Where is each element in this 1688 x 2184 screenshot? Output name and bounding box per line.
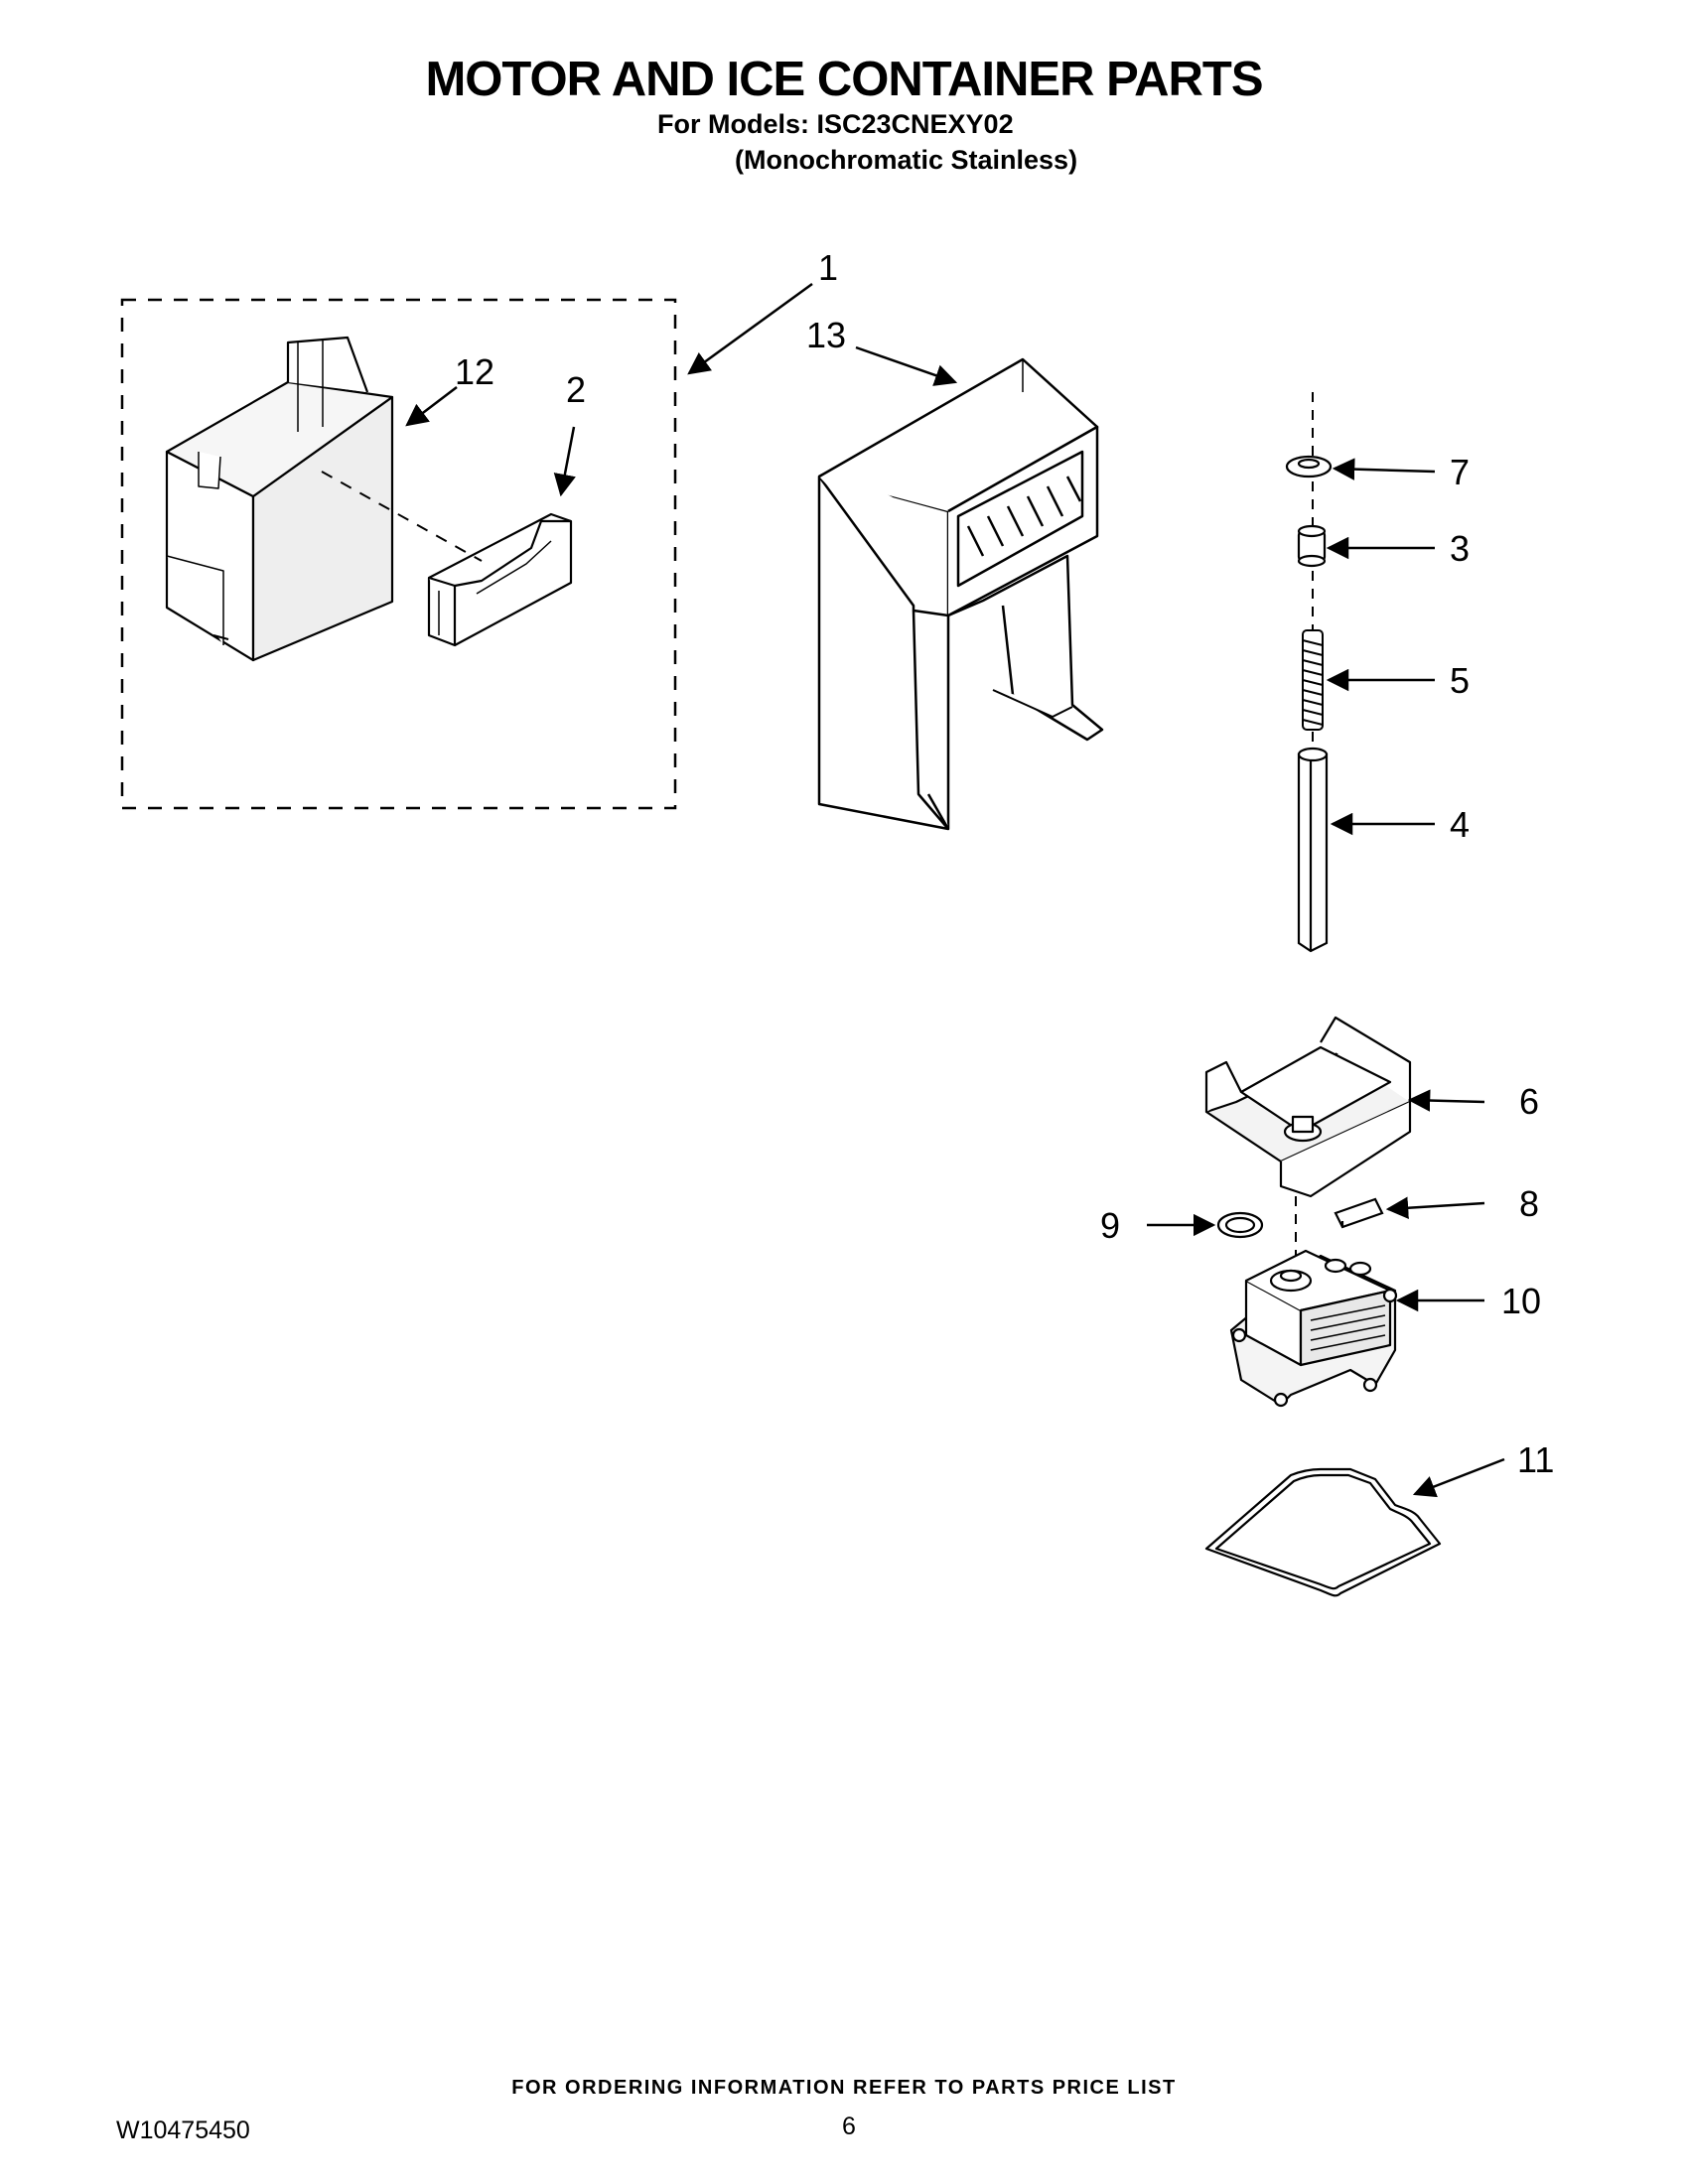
callout-6: 6 bbox=[1519, 1081, 1539, 1122]
auger-shaft-part bbox=[1297, 747, 1329, 953]
bracket-part bbox=[427, 512, 573, 647]
document-number: W10475450 bbox=[116, 2116, 250, 2144]
callout-5: 5 bbox=[1450, 660, 1470, 701]
page-number: 6 bbox=[842, 2113, 856, 2140]
callout-7: 7 bbox=[1450, 452, 1470, 492]
ordering-info: FOR ORDERING INFORMATION REFER TO PARTS … bbox=[511, 2077, 1177, 2099]
insulator-part bbox=[1334, 1197, 1384, 1229]
callout-8: 8 bbox=[1519, 1183, 1539, 1224]
callout-11: 11 bbox=[1517, 1439, 1554, 1480]
motor-mount-part bbox=[1204, 1016, 1412, 1198]
callout-12: 12 bbox=[455, 351, 494, 392]
gasket-part bbox=[1204, 1467, 1442, 1597]
ice-container-housing-part bbox=[817, 357, 1104, 831]
leader-lines bbox=[405, 282, 1505, 1498]
assembly-kit-box bbox=[120, 298, 677, 810]
callout-4: 4 bbox=[1450, 804, 1470, 845]
models-line: For Models: ISC23CNEXY02 bbox=[657, 109, 1014, 139]
spring-part bbox=[1302, 629, 1324, 731]
callout-13: 13 bbox=[806, 315, 846, 355]
ring-part bbox=[1216, 1211, 1264, 1239]
callout-9: 9 bbox=[1100, 1205, 1120, 1246]
page-title: MOTOR AND ICE CONTAINER PARTS bbox=[425, 53, 1263, 106]
washer-part bbox=[1285, 455, 1333, 478]
auger-motor-part bbox=[1229, 1249, 1398, 1408]
coupler-part bbox=[1297, 524, 1327, 568]
callout-2: 2 bbox=[566, 369, 586, 410]
callout-3: 3 bbox=[1450, 528, 1470, 569]
finish-line: (Monochromatic Stainless) bbox=[735, 145, 1078, 175]
ice-bin-container-part bbox=[165, 336, 394, 662]
callout-1: 1 bbox=[818, 247, 838, 288]
callout-10: 10 bbox=[1501, 1281, 1541, 1321]
